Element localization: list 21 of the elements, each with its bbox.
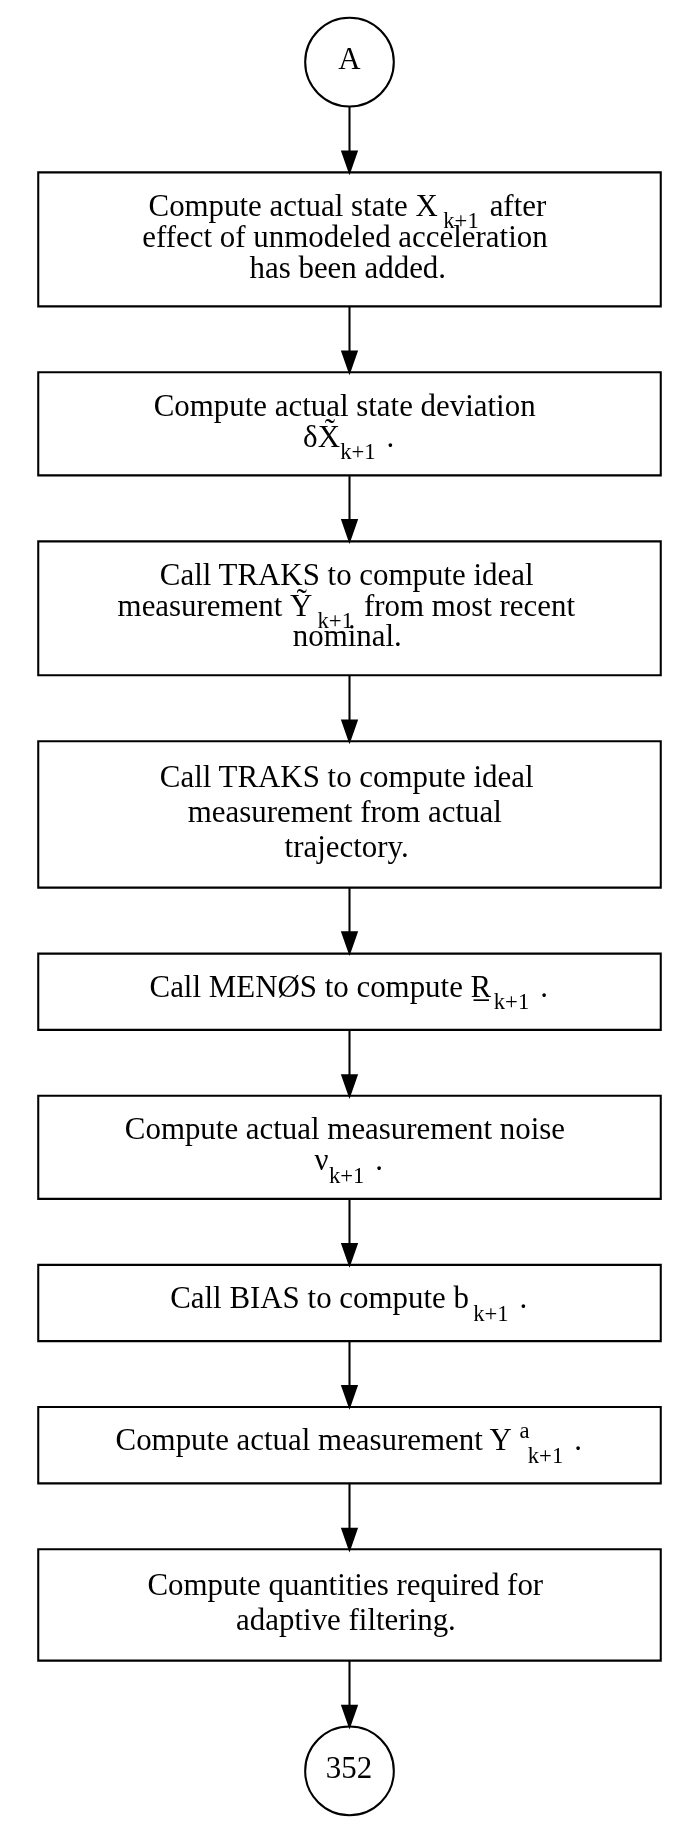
arrow xyxy=(340,887,358,956)
node-box: Compute actual state X$_{k+1}$ after effect of unmodeled acceleration has been added. xyxy=(36,170,662,307)
node-box: Call TRAKS to compute ideal measurement from actual trajectory. xyxy=(36,739,662,889)
node-circle: A xyxy=(303,16,395,107)
arrow xyxy=(340,1029,358,1099)
node-box: Call BIAS to compute b$_{k+1}$ . xyxy=(36,1263,662,1342)
arrow xyxy=(340,475,358,544)
arrow xyxy=(340,1340,358,1410)
node-box: Call TRAKS to compute ideal measurement Ỹ$_{k+1}$ from most recent nominal. xyxy=(36,539,662,676)
node-box: Call MENØS to compute R̲$_{k+1}$ . xyxy=(36,952,662,1031)
arrow xyxy=(340,1660,358,1730)
node-circle: 352 xyxy=(303,1725,395,1816)
node-box: Compute actual measurement Y$^{a}$$_{k+1}$ . xyxy=(36,1405,662,1484)
arrow xyxy=(340,674,358,744)
arrow xyxy=(340,1482,358,1552)
node-box: Compute actual state deviation δX̃$_{k+1}$ . xyxy=(36,370,662,476)
arrow xyxy=(340,1198,358,1268)
arrow xyxy=(340,106,358,175)
arrow xyxy=(340,306,358,375)
node-box: Compute actual measurement noise ν$_{k+1}$ . xyxy=(36,1094,662,1200)
node-box: Compute quantities required for adaptive filtering. xyxy=(36,1547,662,1662)
